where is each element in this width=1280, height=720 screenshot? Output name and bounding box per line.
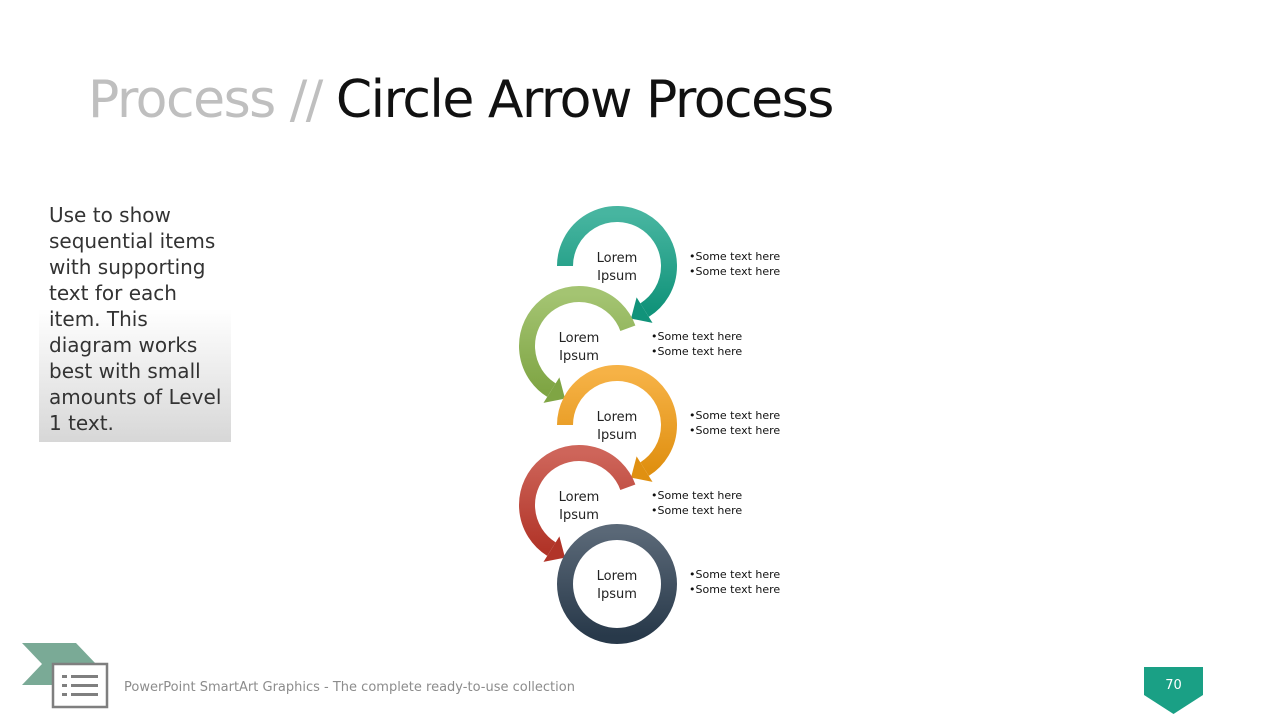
step-2-bullet-2: •Some text here: [651, 345, 742, 358]
step-4-bullet-1: •Some text here: [651, 489, 742, 502]
step-2-arrowhead: [543, 377, 566, 403]
step-2-bullet-1: •Some text here: [651, 330, 742, 343]
step-2-arc: [519, 286, 636, 397]
step-1-arrowhead: [630, 297, 653, 323]
step-4-label-line1: Lorem: [559, 490, 600, 505]
step-5: [557, 524, 677, 644]
step-4-bullet-2: •Some text here: [651, 504, 742, 517]
step-3-arc: [557, 365, 677, 476]
step-3-label-line1: Lorem: [597, 410, 638, 425]
page-badge-icon: [1144, 667, 1203, 714]
step-3-label-line2: Ipsum: [597, 428, 637, 443]
footer-text: PowerPoint SmartArt Graphics - The compl…: [124, 680, 575, 695]
title-prefix: Process //: [88, 70, 323, 130]
step-5-ring: [557, 524, 677, 644]
step-4-label-line2: Ipsum: [559, 508, 599, 523]
step-4-arc: [519, 445, 636, 556]
step-3-arrowhead: [630, 456, 653, 482]
step-5-bullet-1: •Some text here: [689, 568, 780, 581]
step-2: [519, 286, 636, 403]
step-5-bullet-2: •Some text here: [689, 583, 780, 596]
step-1-bullet-1: •Some text here: [689, 250, 780, 263]
step-2-label-line2: Ipsum: [559, 349, 599, 364]
step-1: [557, 206, 677, 323]
step-2-label-line1: Lorem: [559, 331, 600, 346]
step-4-arrowhead: [543, 536, 566, 562]
description-text: Use to show sequential items with suppor…: [49, 203, 222, 435]
step-1-bullet-2: •Some text here: [689, 265, 780, 278]
title-main: Circle Arrow Process: [335, 70, 834, 130]
step-1-label-line1: Lorem: [597, 251, 638, 266]
page-title: Process //Circle Arrow Process: [88, 70, 834, 130]
step-4: [519, 445, 636, 562]
step-5-label-line2: Ipsum: [597, 587, 637, 602]
step-3: [557, 365, 677, 482]
step-3-bullet-1: •Some text here: [689, 409, 780, 422]
step-5-label-line1: Lorem: [597, 569, 638, 584]
step-1-arc: [557, 206, 677, 317]
page-number: 70: [1165, 678, 1182, 693]
description-box: Use to show sequential items with suppor…: [39, 200, 231, 442]
list-document-icon: [22, 643, 109, 709]
step-1-label-line2: Ipsum: [597, 269, 637, 284]
step-3-bullet-2: •Some text here: [689, 424, 780, 437]
